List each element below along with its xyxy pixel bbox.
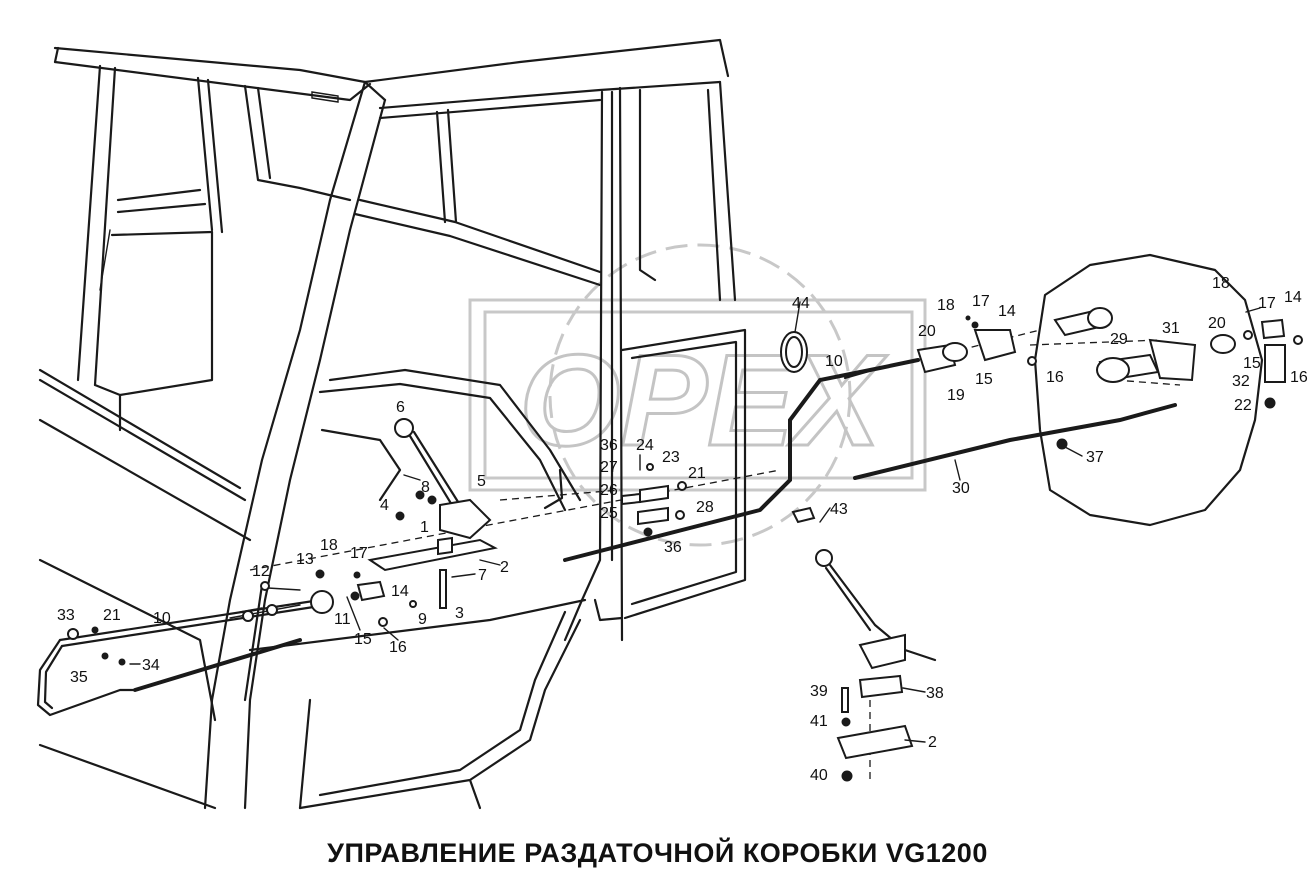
- callout-14: 14: [391, 583, 409, 600]
- callout-37: 37: [1086, 449, 1104, 466]
- callout-20b: 20: [1208, 315, 1226, 332]
- callout-5: 5: [477, 473, 486, 490]
- callout-11: 11: [334, 611, 351, 628]
- callout-18c: 18: [1212, 275, 1230, 292]
- callout-3: 3: [455, 605, 464, 622]
- callout-16b: 16: [1046, 369, 1064, 386]
- callout-15b: 15: [975, 371, 993, 388]
- callout-27: 27: [600, 459, 618, 476]
- callout-25: 25: [600, 505, 618, 522]
- callout-36b: 36: [664, 539, 682, 556]
- callout-6: 6: [396, 399, 405, 416]
- callout-16c: 16: [1290, 369, 1308, 386]
- lever-bracket: [439, 498, 492, 540]
- callout-35: 35: [70, 669, 88, 686]
- callout-26: 26: [600, 482, 618, 499]
- callout-17c: 17: [1258, 295, 1276, 312]
- switch: [1264, 344, 1286, 383]
- callout-36: 36: [600, 437, 618, 454]
- callout-10b: 10: [825, 353, 843, 370]
- bellcrank: [310, 590, 334, 614]
- lever-knob: [394, 418, 414, 438]
- callout-43: 43: [830, 501, 848, 518]
- diagram-title: УПРАВЛЕНИЕ РАЗДАТОЧНОЙ КОРОБКИ VG1200: [327, 838, 988, 868]
- callout-21b: 21: [688, 465, 706, 482]
- leader-lines: [129, 301, 1083, 743]
- callout-13: 13: [296, 551, 314, 568]
- callout-16: 16: [389, 639, 407, 656]
- callout-15c: 15: [1243, 355, 1261, 372]
- watermark-text: OPEX: [519, 327, 888, 473]
- support-bracket: [1148, 338, 1197, 382]
- callout-19: 19: [947, 387, 965, 404]
- callout-38: 38: [926, 685, 944, 702]
- callout-33: 33: [57, 607, 75, 624]
- callout-8: 8: [421, 479, 430, 496]
- callout-44: 44: [792, 295, 810, 312]
- callout-2b: 2: [928, 734, 937, 751]
- callout-21: 21: [103, 607, 121, 624]
- callout-18b: 18: [937, 297, 955, 314]
- callout-31: 31: [1162, 320, 1180, 337]
- callout-18: 18: [320, 537, 338, 554]
- callout-32: 32: [1232, 373, 1250, 390]
- callout-20: 20: [918, 323, 936, 340]
- callout-1: 1: [420, 519, 429, 536]
- callout-9: 9: [418, 611, 427, 628]
- callout-14c: 14: [1284, 289, 1302, 306]
- parts: [67, 307, 1303, 782]
- callout-7: 7: [478, 567, 487, 584]
- callout-labels: 1 2 2 3 4 5 6 7 8 9 10 10 11 12 13 14 14…: [57, 275, 1308, 784]
- callout-29: 29: [1110, 331, 1128, 348]
- callout-15: 15: [354, 631, 372, 648]
- callout-30: 30: [952, 480, 970, 497]
- callout-14b: 14: [998, 303, 1016, 320]
- callout-17: 17: [350, 545, 368, 562]
- callout-2: 2: [500, 559, 509, 576]
- callout-34: 34: [142, 657, 160, 674]
- callout-23: 23: [662, 449, 680, 466]
- mount-plate: [836, 724, 914, 760]
- callout-12: 12: [252, 563, 270, 580]
- callout-40: 40: [810, 767, 828, 784]
- callout-28: 28: [696, 499, 714, 516]
- callout-4: 4: [380, 497, 389, 514]
- watermark-logo: OPEX: [468, 243, 927, 547]
- callout-39: 39: [810, 683, 828, 700]
- base-plate: [367, 538, 498, 572]
- callout-24: 24: [636, 437, 654, 454]
- callout-10: 10: [153, 610, 171, 627]
- transfer-case-housing: [1033, 253, 1264, 527]
- callout-41: 41: [810, 713, 828, 730]
- callout-22: 22: [1234, 397, 1252, 414]
- callout-17b: 17: [972, 293, 990, 310]
- cab-body: [38, 38, 747, 810]
